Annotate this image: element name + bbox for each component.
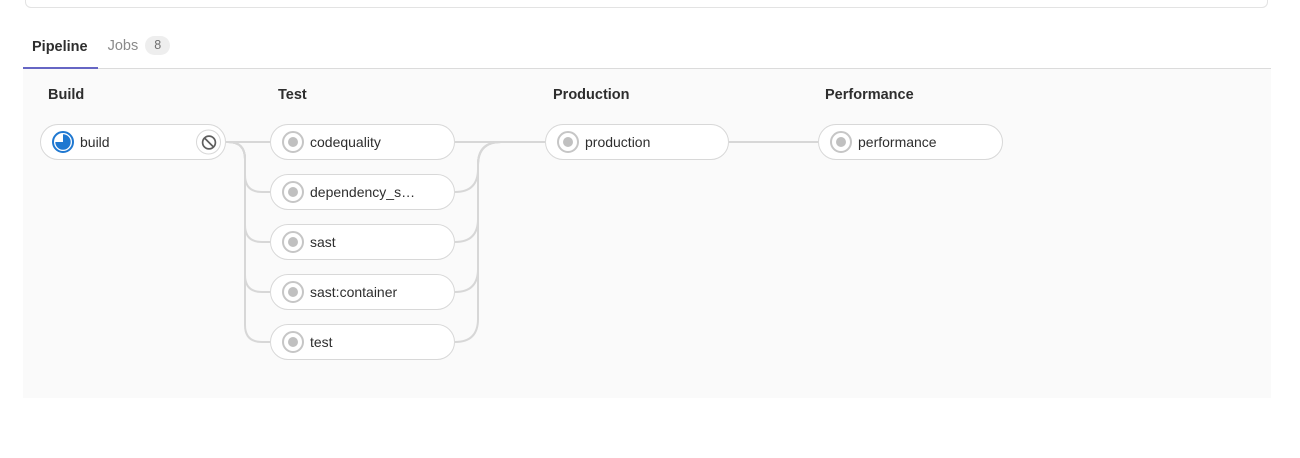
- created-status-dot: [288, 287, 298, 297]
- created-status-dot: [563, 137, 573, 147]
- job-label: production: [585, 134, 651, 150]
- job-label: sast:container: [310, 284, 398, 300]
- job-pill-sast-container[interactable]: sast:container: [270, 274, 455, 310]
- tab-pipeline[interactable]: Pipeline: [23, 39, 98, 70]
- job-label: sast: [310, 234, 336, 250]
- job-pill-codequality[interactable]: codequality: [270, 124, 455, 160]
- job-label: codequality: [310, 134, 381, 150]
- pipeline-page-content: Pipeline Jobs 8 Build build Test codequalit…: [23, 22, 1271, 398]
- created-status-dot: [288, 337, 298, 347]
- job-label: build: [80, 134, 110, 150]
- created-status-icon: [282, 281, 304, 303]
- tab-jobs-label: Jobs: [107, 37, 139, 54]
- cancel-job-button[interactable]: [196, 129, 221, 155]
- stage-header-build: Build: [48, 87, 85, 103]
- running-status-icon: [52, 131, 74, 153]
- jobs-count-badge: 8: [145, 36, 171, 55]
- job-label: dependency_s…: [310, 184, 416, 200]
- job-pill-performance[interactable]: performance: [818, 124, 1003, 160]
- created-status-icon: [282, 131, 304, 153]
- cancel-icon: [201, 134, 216, 150]
- created-status-dot: [836, 137, 846, 147]
- connector-lines: [226, 141, 818, 343]
- pipeline-tabs: Pipeline Jobs 8: [23, 22, 1271, 70]
- job-label: performance: [858, 134, 937, 150]
- job-pill-build[interactable]: build: [40, 124, 226, 160]
- created-status-icon: [557, 131, 579, 153]
- stage-header-test: Test: [278, 87, 307, 103]
- tab-jobs[interactable]: Jobs 8: [98, 36, 181, 68]
- created-status-dot: [288, 137, 298, 147]
- pipeline-graph: Build build Test codequality dependency_s…sa…: [23, 69, 1271, 398]
- created-status-icon: [282, 181, 304, 203]
- stage-header-performance: Performance: [825, 87, 914, 103]
- job-pill-test[interactable]: test: [270, 324, 455, 360]
- job-pill-dependency-s-[interactable]: dependency_s…: [270, 174, 455, 210]
- created-status-icon: [282, 231, 304, 253]
- created-status-icon: [830, 131, 852, 153]
- created-status-dot: [288, 237, 298, 247]
- created-status-icon: [282, 331, 304, 353]
- job-label: test: [310, 334, 333, 350]
- created-status-dot: [288, 187, 298, 197]
- stage-header-production: Production: [553, 87, 630, 103]
- job-pill-production[interactable]: production: [545, 124, 729, 160]
- job-pill-sast[interactable]: sast: [270, 224, 455, 260]
- top-card-bottom-edge: [25, 0, 1268, 8]
